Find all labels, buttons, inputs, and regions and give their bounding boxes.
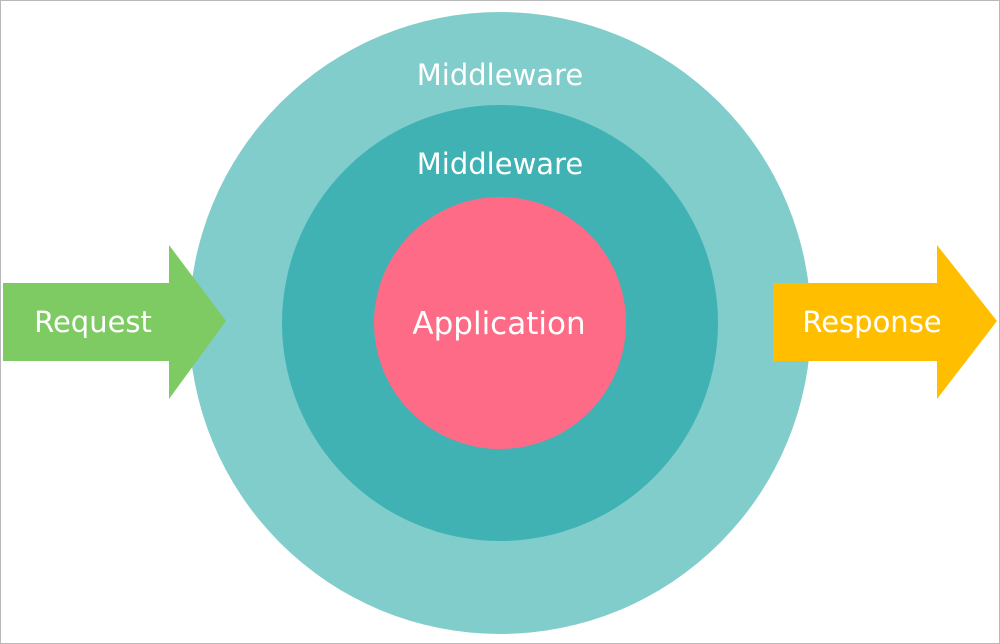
outer-middleware-label: Middleware bbox=[417, 58, 583, 92]
inner-middleware-label: Middleware bbox=[417, 147, 583, 181]
response-label: Response bbox=[802, 305, 941, 339]
application-circle bbox=[374, 197, 626, 449]
application-label: Application bbox=[412, 306, 585, 342]
request-arrow bbox=[3, 245, 226, 399]
response-arrow bbox=[773, 245, 997, 399]
request-label: Request bbox=[34, 305, 152, 339]
